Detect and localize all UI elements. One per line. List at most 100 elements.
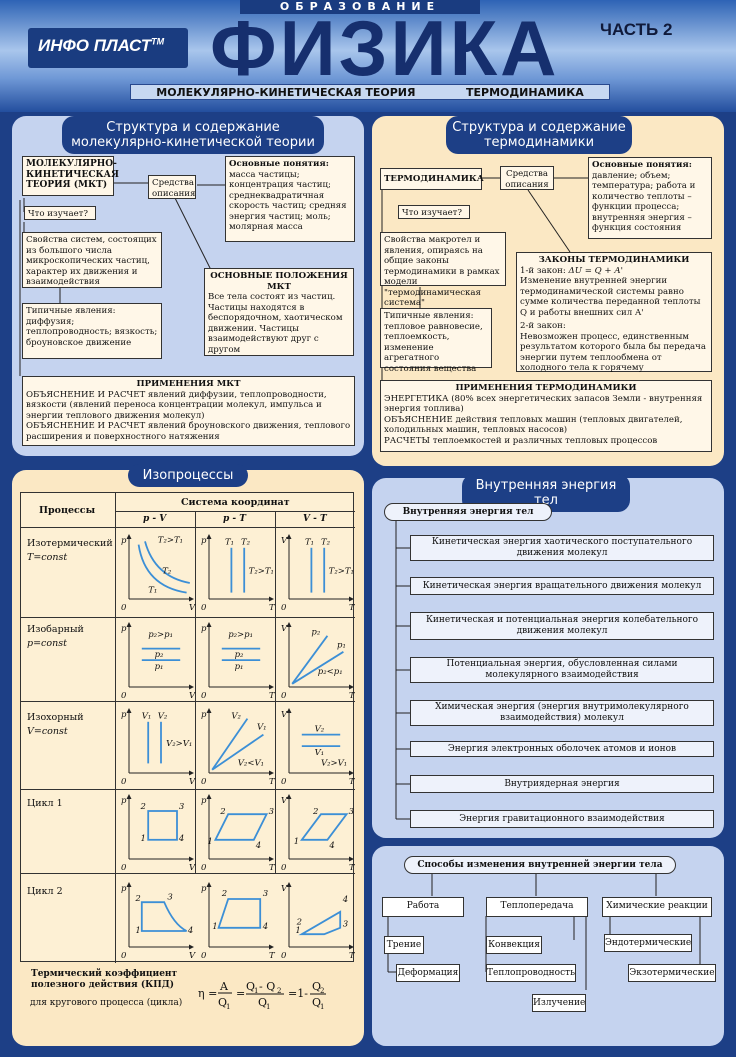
- svg-text:p: p: [121, 624, 127, 634]
- svg-text:T: T: [349, 951, 355, 961]
- td-law2-label: 2-й закон:: [520, 321, 566, 331]
- iso-row-isobar-name: Изобарный: [27, 624, 84, 635]
- svg-text:V: V: [281, 710, 288, 720]
- svg-text:3: 3: [343, 920, 348, 930]
- svg-text:3: 3: [269, 807, 274, 817]
- td-means-box: Средства описания: [500, 166, 554, 190]
- td-apps-2: ОБЪЯСНЕНИЕ действия тепловых машин (тепл…: [384, 414, 683, 436]
- svg-text:4: 4: [262, 922, 268, 932]
- iso-row-isotherm-name: Изотермический: [27, 538, 113, 549]
- svg-text:T₂: T₂: [241, 538, 251, 548]
- svg-text:0: 0: [281, 951, 287, 961]
- td-root-box: ТЕРМОДИНАМИКА: [380, 168, 484, 190]
- svg-text:p₂: p₂: [155, 650, 164, 660]
- svg-text:p: p: [201, 796, 207, 806]
- td-laws-box: ЗАКОНЫ ТЕРМОДИНАМИКИ 1-й закон: ΔU = Q +…: [516, 252, 712, 373]
- svg-text:V: V: [189, 863, 196, 873]
- ie-item: Потенциальная энергия, обусловленная сил…: [410, 657, 714, 683]
- svg-text:- Q: - Q: [259, 980, 275, 993]
- mkt-phenomena-box: Типичные явления: диффузия; теплопроводн…: [22, 303, 162, 359]
- svg-text:p: p: [201, 884, 207, 894]
- svg-text:2: 2: [312, 807, 318, 817]
- svg-text:0: 0: [201, 603, 207, 613]
- iso-col-processes: Процессы: [39, 505, 96, 516]
- ways-exo: Экзотермические: [628, 964, 716, 982]
- svg-text:0: 0: [201, 951, 207, 961]
- svg-text:3: 3: [263, 889, 268, 899]
- svg-text:T₁: T₁: [225, 538, 234, 548]
- svg-text:T: T: [269, 863, 276, 873]
- iso-divider-h: [115, 511, 355, 512]
- iso-row-sep-2: [21, 701, 355, 702]
- svg-text:T₂>T₁: T₂>T₁: [158, 536, 183, 546]
- svg-text:p₁: p₁: [337, 640, 346, 650]
- iso-row-sep-3: [21, 789, 355, 790]
- svg-text:p₂>p₁: p₂>p₁: [228, 630, 253, 640]
- svg-text:0: 0: [281, 863, 287, 873]
- svg-text:V: V: [189, 691, 196, 701]
- ie-item: Энергия электронных оболочек атомов и ио…: [410, 741, 714, 757]
- svg-text:V₁: V₁: [315, 748, 325, 758]
- svg-text:4: 4: [255, 841, 261, 851]
- svg-text:4: 4: [178, 834, 184, 844]
- td-what-box: Что изучает?: [398, 205, 470, 219]
- svg-text:T₁: T₁: [148, 586, 157, 596]
- svg-text:p: p: [121, 884, 127, 894]
- ie-root: Внутренняя энергия тел: [384, 503, 552, 521]
- mkt-positions-title: ОСНОВНЫЕ ПОЛОЖЕНИЯ МКТ: [210, 271, 348, 292]
- subtitle-left: МОЛЕКУЛЯРНО-КИНЕТИЧЕСКАЯ ТЕОРИЯ: [156, 85, 416, 99]
- td-apps-1: ЭНЕРГЕТИКА (80% всех энергетических запа…: [384, 393, 703, 415]
- svg-text:1: 1: [266, 1003, 270, 1010]
- subtitle-bar: МОЛЕКУЛЯРНО-КИНЕТИЧЕСКАЯ ТЕОРИЯ ТЕРМОДИН…: [130, 84, 610, 100]
- mkt-studies-box: Свойства систем, состоящих из большого ч…: [22, 232, 162, 288]
- iso-title: Изопроцессы: [128, 464, 248, 487]
- svg-text:0: 0: [201, 777, 207, 787]
- svg-text:2: 2: [277, 987, 281, 995]
- td-phenomena-box: Типичные явления: тепловое равновесие, т…: [380, 308, 492, 374]
- svg-text:0: 0: [121, 777, 127, 787]
- svg-text:p: p: [201, 624, 207, 634]
- svg-text:4: 4: [342, 895, 348, 905]
- td-law1-label: 1-й закон:: [520, 265, 566, 276]
- ways-root: Способы изменения внутренней энергии тел…: [404, 856, 676, 874]
- svg-text:Q: Q: [312, 980, 321, 993]
- mkt-root-box: МОЛЕКУЛЯРНО-КИНЕТИЧЕСКАЯ ТЕОРИЯ (МКТ): [22, 156, 119, 196]
- svg-text:0: 0: [121, 691, 127, 701]
- ie-item: Кинетическая энергия вращательного движе…: [410, 577, 714, 595]
- td-title: Структура и содержание термодинамики: [446, 116, 632, 154]
- svg-text:T₂>T₁: T₂>T₁: [329, 566, 354, 576]
- iso-row-cycle2: Цикл 2: [27, 886, 63, 897]
- svg-text:p₂<p₁: p₂<p₁: [318, 667, 343, 677]
- svg-text:p₁: p₁: [235, 662, 244, 672]
- svg-text:=1-: =1-: [288, 987, 308, 1000]
- svg-text:Q: Q: [312, 996, 321, 1009]
- svg-text:3: 3: [179, 802, 184, 812]
- svg-text:0: 0: [281, 777, 287, 787]
- iso-row-isochor-name: Изохорный: [27, 712, 84, 723]
- svg-text:4: 4: [187, 926, 193, 936]
- ways-deform: Деформация: [396, 964, 460, 982]
- mkt-positions-text: Все тела состоят из частиц. Частицы нахо…: [208, 292, 343, 355]
- iso-sub-col-1: p - T: [223, 514, 246, 524]
- part-label: ЧАСТЬ 2: [600, 20, 673, 39]
- iso-row-isotherm-cond: T=const: [27, 552, 68, 563]
- svg-text:V: V: [189, 777, 196, 787]
- svg-text:V: V: [281, 536, 288, 546]
- svg-text:T₁: T₁: [305, 538, 314, 548]
- svg-text:p₁: p₁: [155, 662, 164, 672]
- svg-text:p₂: p₂: [235, 650, 244, 660]
- mkt-what-box: Что изучает?: [24, 206, 96, 220]
- svg-text:V₂: V₂: [158, 712, 168, 722]
- mkt-apps-title: ПРИМЕНЕНИЯ МКТ: [136, 379, 241, 389]
- ie-item: Химическая энергия (энергия внутримолеку…: [410, 700, 714, 726]
- svg-text:=: =: [236, 987, 245, 1000]
- logo-tm: TM: [151, 36, 165, 47]
- mkt-means-box: Средства описания: [148, 175, 196, 199]
- iso-divider-v: [115, 493, 116, 963]
